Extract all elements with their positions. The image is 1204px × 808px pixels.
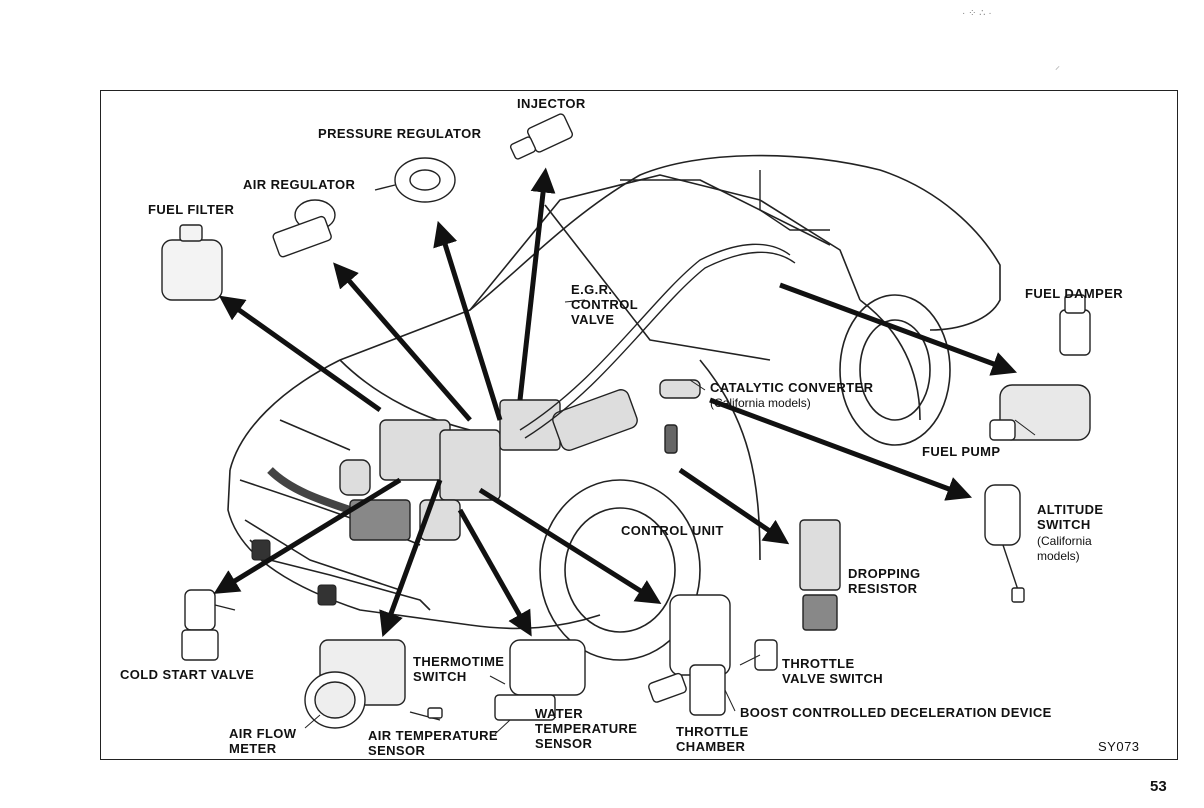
scan-specks-2: ⸝ [1055, 61, 1060, 72]
label-throttle-chamber: THROTTLE CHAMBER [676, 724, 749, 754]
diagram-frame [100, 90, 1178, 760]
injector-icon [509, 113, 574, 160]
engine-block [339, 379, 701, 541]
label-air-temperature-sensor: AIR TEMPERATURE SENSOR [368, 728, 498, 758]
air-flow-meter-icon [304, 639, 406, 729]
leader-lines [304, 299, 1036, 735]
label-boost-controlled-deceleration-device: BOOST CONTROLLED DECELERATION DEVICE [740, 705, 1052, 720]
label-control-unit: CONTROL UNIT [621, 523, 724, 538]
fuel-filter-icon [161, 224, 223, 301]
label-altitude-switch-note: (California models) [1037, 534, 1092, 563]
air-temperature-sensor-icon [409, 707, 443, 721]
label-fuel-damper: FUEL DAMPER [1025, 286, 1124, 301]
dropping-resistor-icon [799, 519, 841, 631]
label-altitude-switch: ALTITUDE SWITCH [1037, 502, 1104, 532]
altitude-switch-icon [984, 484, 1025, 603]
wheels [539, 294, 951, 661]
label-catalytic-converter: CATALYTIC CONVERTER [710, 380, 874, 395]
label-pressure-regulator: PRESSURE REGULATOR [318, 126, 482, 141]
pressure-regulator-icon [374, 157, 456, 203]
label-water-temperature-sensor: WATER TEMPERATURE SENSOR [535, 706, 638, 751]
label-throttle-valve-switch: THROTTLE VALVE SWITCH [782, 656, 884, 686]
label-catalytic-converter-note: (California models) [710, 396, 811, 410]
air-regulator-icon [272, 199, 336, 258]
label-air-flow-meter: AIR FLOW METER [229, 726, 297, 756]
label-fuel-pump: FUEL PUMP [922, 444, 1001, 459]
cold-start-valve-icon [181, 589, 236, 661]
pointer-arrows [213, 167, 1018, 638]
throttle-chamber-icon [648, 594, 778, 716]
water-temperature-sensor-icon [494, 639, 586, 721]
label-thermotime-switch: THERMOTIME SWITCH [413, 654, 505, 684]
label-fuel-filter: FUEL FILTER [148, 202, 235, 217]
label-air-regulator: AIR REGULATOR [243, 177, 356, 192]
fuel-lines [519, 170, 830, 439]
label-dropping-resistor: DROPPING RESISTOR [848, 566, 921, 596]
scan-specks: · ⁘ ∴ · [962, 8, 992, 19]
label-injector: INJECTOR [517, 96, 586, 111]
label-egr-control-valve: E.G.R. CONTROL VALVE [571, 282, 639, 327]
label-cold-start-valve: COLD START VALVE [120, 667, 255, 682]
page-number: 53 [1150, 778, 1167, 795]
figure-code: SY073 [1098, 739, 1140, 754]
front-bumper [251, 467, 352, 606]
